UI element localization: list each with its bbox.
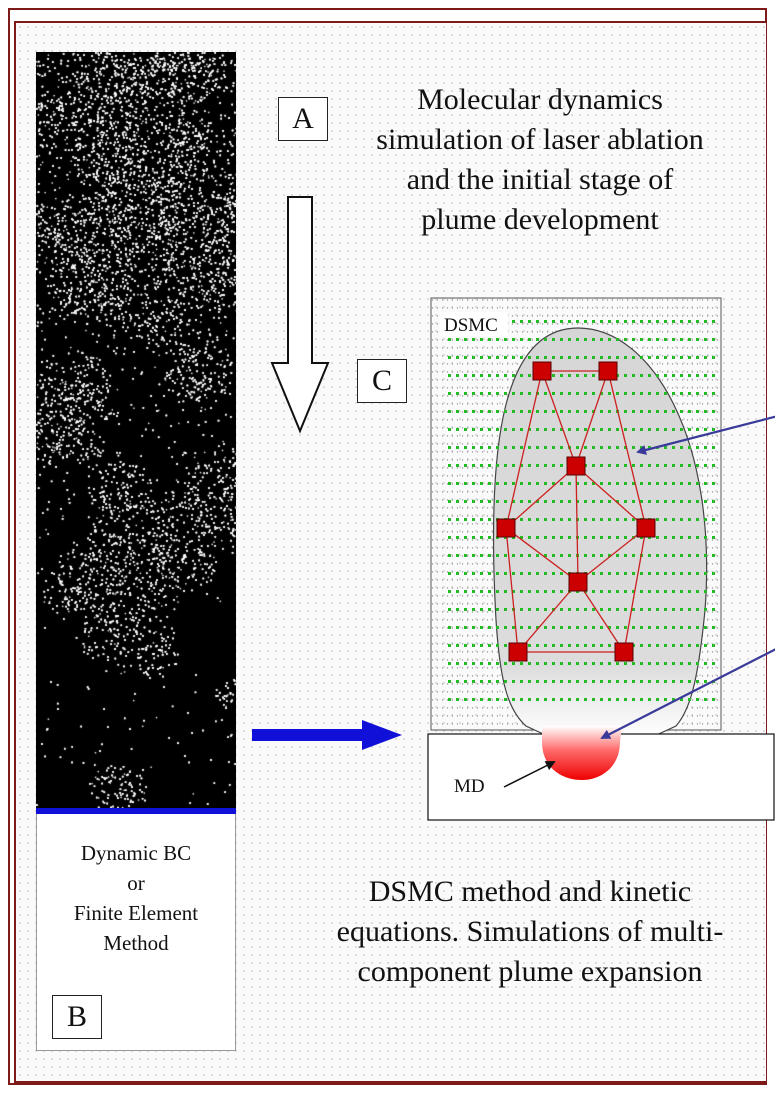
dsmc-tag: DSMC <box>444 315 498 336</box>
bc-line-3: Finite Element <box>73 901 199 925</box>
mesh-nodes <box>496 361 656 662</box>
label-a: A <box>278 97 328 141</box>
md-caption-line-3: and the initial stage of <box>406 163 674 196</box>
mesh-node <box>568 572 588 592</box>
md-arrow <box>503 761 556 788</box>
bc-line-1: Dynamic BC <box>80 841 192 865</box>
dsmc-caption-line-1: DSMC method and kinetic <box>368 875 692 908</box>
mesh-node <box>496 518 516 538</box>
bc-caption: Dynamic BC or Finite Element Method <box>38 838 234 958</box>
mesh-node <box>636 518 656 538</box>
mesh-node <box>614 642 634 662</box>
dsmc-caption: DSMC method and kinetic equations. Simul… <box>290 872 770 992</box>
dsmc-caption-line-2: equations. Simulations of multi- <box>336 915 724 948</box>
mesh-node <box>508 642 528 662</box>
md-tag: MD <box>454 776 485 797</box>
md-pointer-arrow <box>600 648 775 739</box>
down-arrow <box>270 196 330 434</box>
dsmc-caption-line-3: component plume expansion <box>357 955 703 988</box>
mesh-node <box>598 361 618 381</box>
md-caption-line-2: simulation of laser ablation <box>376 123 704 156</box>
bc-line-2: or <box>127 871 145 895</box>
md-region <box>542 726 622 780</box>
md-caption: Molecular dynamics simulation of laser a… <box>330 80 750 240</box>
mesh-node <box>566 456 586 476</box>
boundary-line <box>36 808 236 814</box>
dsmc-diagram: DSMC MD <box>427 297 775 821</box>
label-c: C <box>357 359 407 403</box>
md-simulation-image <box>36 52 236 810</box>
md-caption-line-4: plume development <box>421 203 659 236</box>
label-b: B <box>52 995 102 1039</box>
bc-line-4: Method <box>103 931 169 955</box>
md-caption-line-1: Molecular dynamics <box>417 83 663 116</box>
blue-right-arrow <box>252 720 402 750</box>
outer-frame <box>8 8 767 1085</box>
mesh-lines <box>505 370 647 653</box>
plume-pointer-arrow <box>636 415 775 455</box>
mesh-node <box>532 361 552 381</box>
